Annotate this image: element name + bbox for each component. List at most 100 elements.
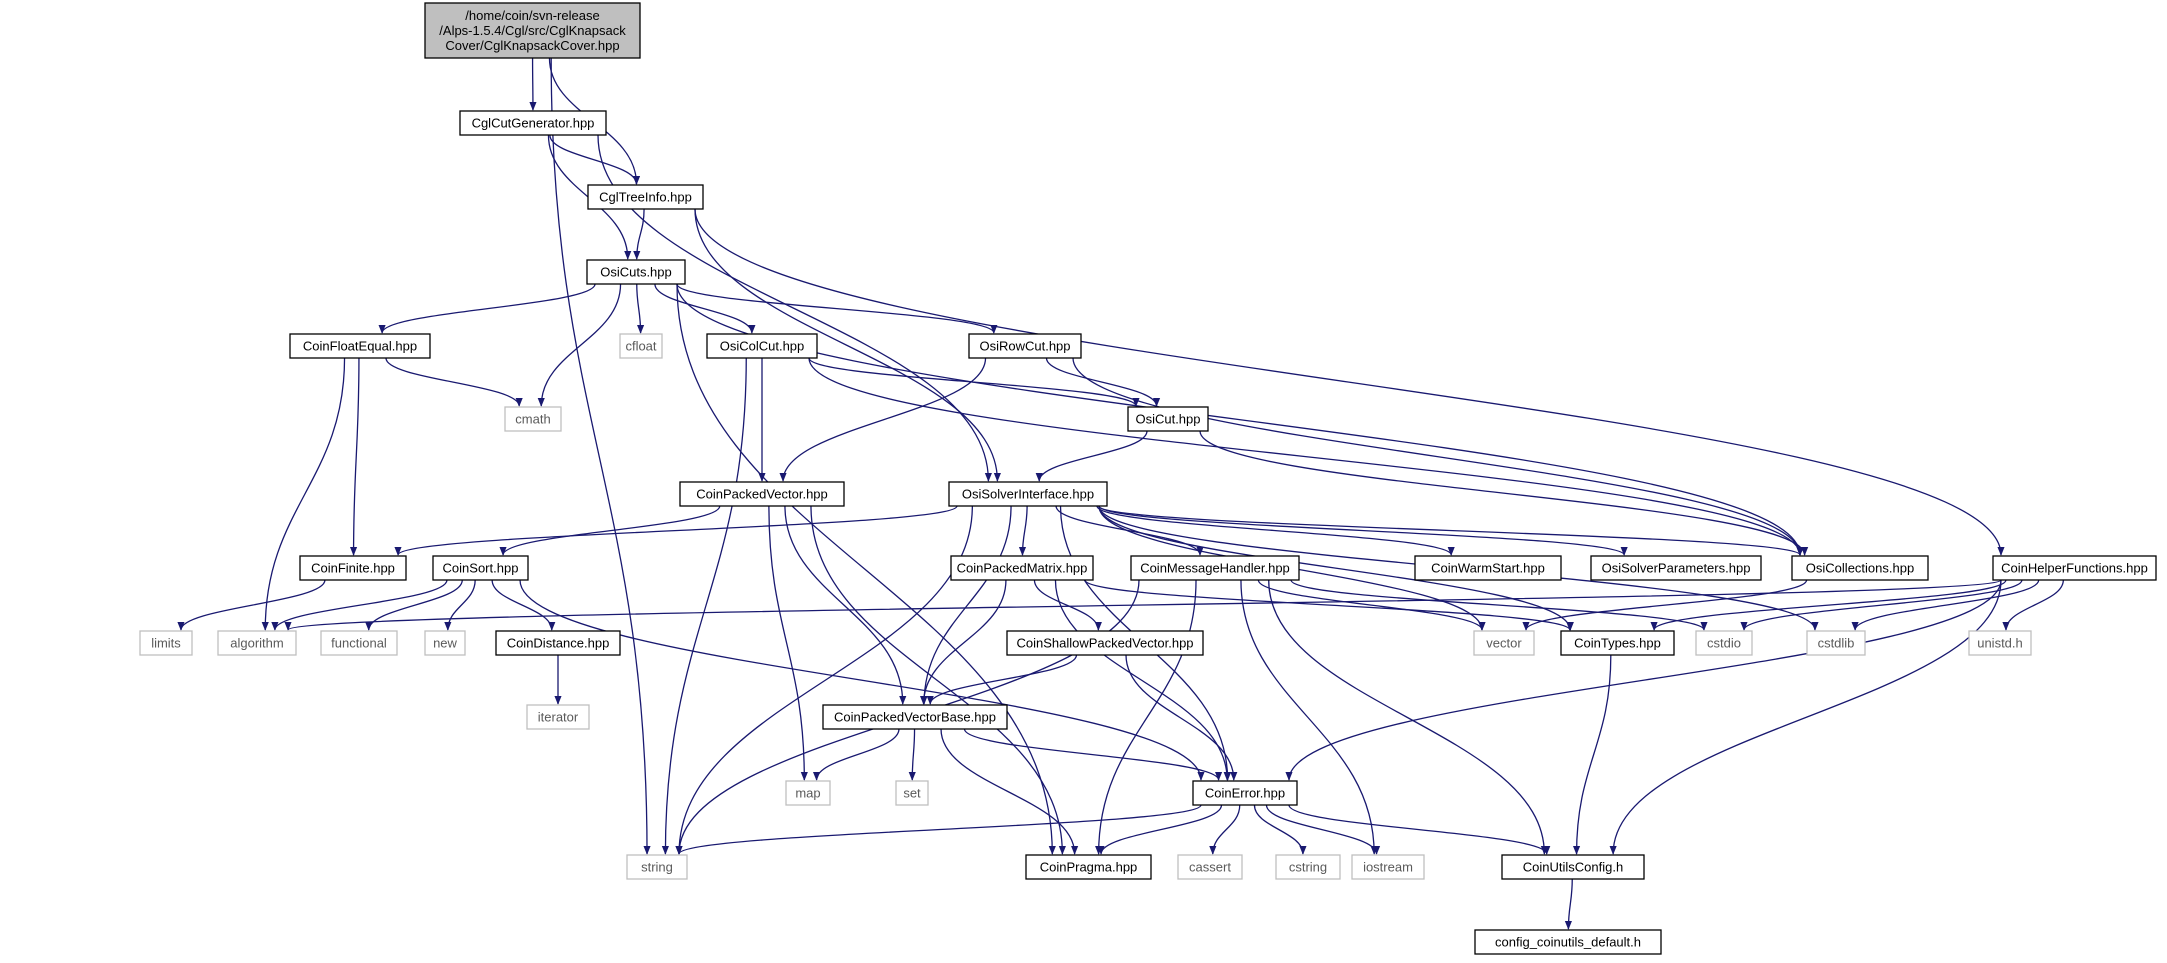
edge-osicuts-to-coinpragma [676, 283, 1056, 855]
node-label: CglCutGenerator.hpp [472, 116, 595, 131]
node-label: set [903, 786, 921, 801]
node-vector: vector [1473, 630, 1535, 656]
edge-coinsort-to-algorithm [271, 579, 448, 631]
edge-coinmessagehandler-to-vector [1257, 579, 1486, 631]
node-label: CoinShallowPackedVector.hpp [1016, 636, 1193, 651]
node-box [432, 555, 529, 581]
node-coindistance[interactable]: CoinDistance.hpp [495, 630, 621, 656]
node-box [495, 630, 621, 656]
node-label: cassert [1189, 860, 1231, 875]
node-label: OsiCut.hpp [1135, 412, 1200, 427]
node-osicolcut[interactable]: OsiColCut.hpp [706, 333, 818, 359]
node-label: OsiCollections.hpp [1806, 561, 1914, 576]
node-root[interactable]: /home/coin/svn-release/Alps-1.5.4/Cgl/sr… [424, 2, 641, 59]
edge-coinpackedvectorbase-to-coinerror [963, 728, 1223, 781]
node-box [1192, 780, 1298, 806]
edge-coinhelperfunctions-to-cstdio [1740, 579, 2023, 631]
node-box [1590, 555, 1762, 581]
node-box [504, 406, 562, 432]
node-box [289, 333, 431, 359]
node-coinfinite[interactable]: CoinFinite.hpp [299, 555, 407, 581]
node-osisolverparameters[interactable]: OsiSolverParameters.hpp [1590, 555, 1762, 581]
node-box [1127, 406, 1209, 432]
node-osicuts[interactable]: OsiCuts.hpp [586, 259, 686, 285]
edge-osicuts-to-cfloat [636, 283, 645, 334]
edge-osirowcut-to-coinpackedvector [779, 357, 987, 482]
node-coinhelperfunctions[interactable]: CoinHelperFunctions.hpp [1992, 555, 2157, 581]
node-coinwarmstart[interactable]: CoinWarmStart.hpp [1414, 555, 1562, 581]
node-label: CoinPackedMatrix.hpp [957, 561, 1088, 576]
node-cointypes[interactable]: CoinTypes.hpp [1560, 630, 1675, 656]
node-box [139, 630, 193, 656]
node-coinpragma[interactable]: CoinPragma.hpp [1025, 854, 1152, 880]
node-configdefault[interactable]: config_coinutils_default.h [1474, 929, 1662, 955]
node-coinfloatequal[interactable]: CoinFloatEqual.hpp [289, 333, 431, 359]
node-cstdlib: cstdlib [1806, 630, 1866, 656]
node-label: limits [151, 636, 181, 651]
node-coinsort[interactable]: CoinSort.hpp [432, 555, 529, 581]
node-coinpackedmatrix[interactable]: CoinPackedMatrix.hpp [950, 555, 1094, 581]
node-label: CoinUtilsConfig.h [1523, 860, 1623, 875]
edge-coinmessagehandler-to-coinutilsconfig [1268, 579, 1548, 855]
node-functional: functional [320, 630, 398, 656]
edge-coinpackedmatrix-to-coinerror [1054, 579, 1231, 781]
edge-coinpackedvector-to-map [768, 505, 808, 781]
node-algorithm: algorithm [217, 630, 297, 656]
edge-cointypes-to-coinutilsconfig [1572, 654, 1612, 855]
node-box [586, 259, 686, 285]
node-cstring: cstring [1275, 854, 1341, 880]
node-box [1806, 630, 1866, 656]
edge-osisolverinterface-to-coinwarmstart [1096, 505, 1455, 556]
nodes-layer: /home/coin/svn-release/Alps-1.5.4/Cgl/sr… [139, 2, 2157, 955]
node-box [785, 780, 831, 806]
edge-osicolcut-to-osicut [808, 357, 1140, 407]
edge-osicuts-to-osicollections [676, 283, 1804, 556]
edge-coinpackedvectorbase-to-set [908, 728, 916, 781]
edge-osicolcut-to-osicollections [808, 357, 1804, 556]
node-label: string [641, 860, 673, 875]
node-coinutilsconfig[interactable]: CoinUtilsConfig.h [1501, 854, 1645, 880]
edge-coinpackedvector-to-coinpackedvectorbase [784, 505, 907, 705]
node-cglcutgen[interactable]: CglCutGenerator.hpp [459, 110, 607, 136]
node-label: cstdlib [1818, 636, 1855, 651]
edge-coinhelperfunctions-to-cointypes [1650, 579, 2007, 631]
node-coinpackedvectorbase[interactable]: CoinPackedVectorBase.hpp [822, 704, 1008, 730]
node-label: unistd.h [1977, 636, 2023, 651]
edge-coinshallowpackedvector-to-coinpackedvectorbase [926, 654, 1078, 705]
node-coinshallowpackedvector[interactable]: CoinShallowPackedVector.hpp [1006, 630, 1204, 656]
node-label: CoinTypes.hpp [1574, 636, 1661, 651]
edge-coinhelperfunctions-to-coinerror [1285, 579, 2002, 781]
edges-layer [177, 57, 2064, 930]
node-osirowcut[interactable]: OsiRowCut.hpp [968, 333, 1082, 359]
node-osicut[interactable]: OsiCut.hpp [1127, 406, 1209, 432]
edge-cgltreeinfo-to-osisolverinterface [694, 208, 1001, 482]
node-box [1006, 630, 1204, 656]
node-box [424, 2, 641, 59]
edge-coinfloatequal-to-cmath [385, 357, 523, 407]
node-set: set [895, 780, 929, 806]
edge-coinfinite-to-limits [177, 579, 326, 631]
edge-osisolverinterface-to-coinpackedmatrix [1018, 505, 1028, 556]
node-label: CoinPragma.hpp [1040, 860, 1138, 875]
node-label: map [795, 786, 820, 801]
edge-coinhelperfunctions-to-unistd [2002, 579, 2064, 631]
node-label: iostream [1363, 860, 1413, 875]
edge-coinsort-to-new [444, 579, 476, 631]
node-label: OsiRowCut.hpp [979, 339, 1070, 354]
node-box [948, 481, 1108, 507]
node-osicollections[interactable]: OsiCollections.hpp [1791, 555, 1929, 581]
node-cgltreeinfo[interactable]: CglTreeInfo.hpp [587, 184, 704, 210]
edge-coinsort-to-coindistance [491, 579, 556, 631]
edge-osicollections-to-vector [1522, 579, 1808, 631]
edge-root-to-string [550, 57, 651, 855]
node-osisolverinterface[interactable]: OsiSolverInterface.hpp [948, 481, 1108, 507]
node-box [679, 481, 845, 507]
node-coinpackedvector[interactable]: CoinPackedVector.hpp [679, 481, 845, 507]
node-box [1968, 630, 2032, 656]
node-coinerror[interactable]: CoinError.hpp [1192, 780, 1298, 806]
node-box [217, 630, 297, 656]
node-label: OsiSolverParameters.hpp [1602, 561, 1751, 576]
node-label: /home/coin/svn-release [465, 8, 599, 23]
node-box [1791, 555, 1929, 581]
node-coinmessagehandler[interactable]: CoinMessageHandler.hpp [1130, 555, 1300, 581]
